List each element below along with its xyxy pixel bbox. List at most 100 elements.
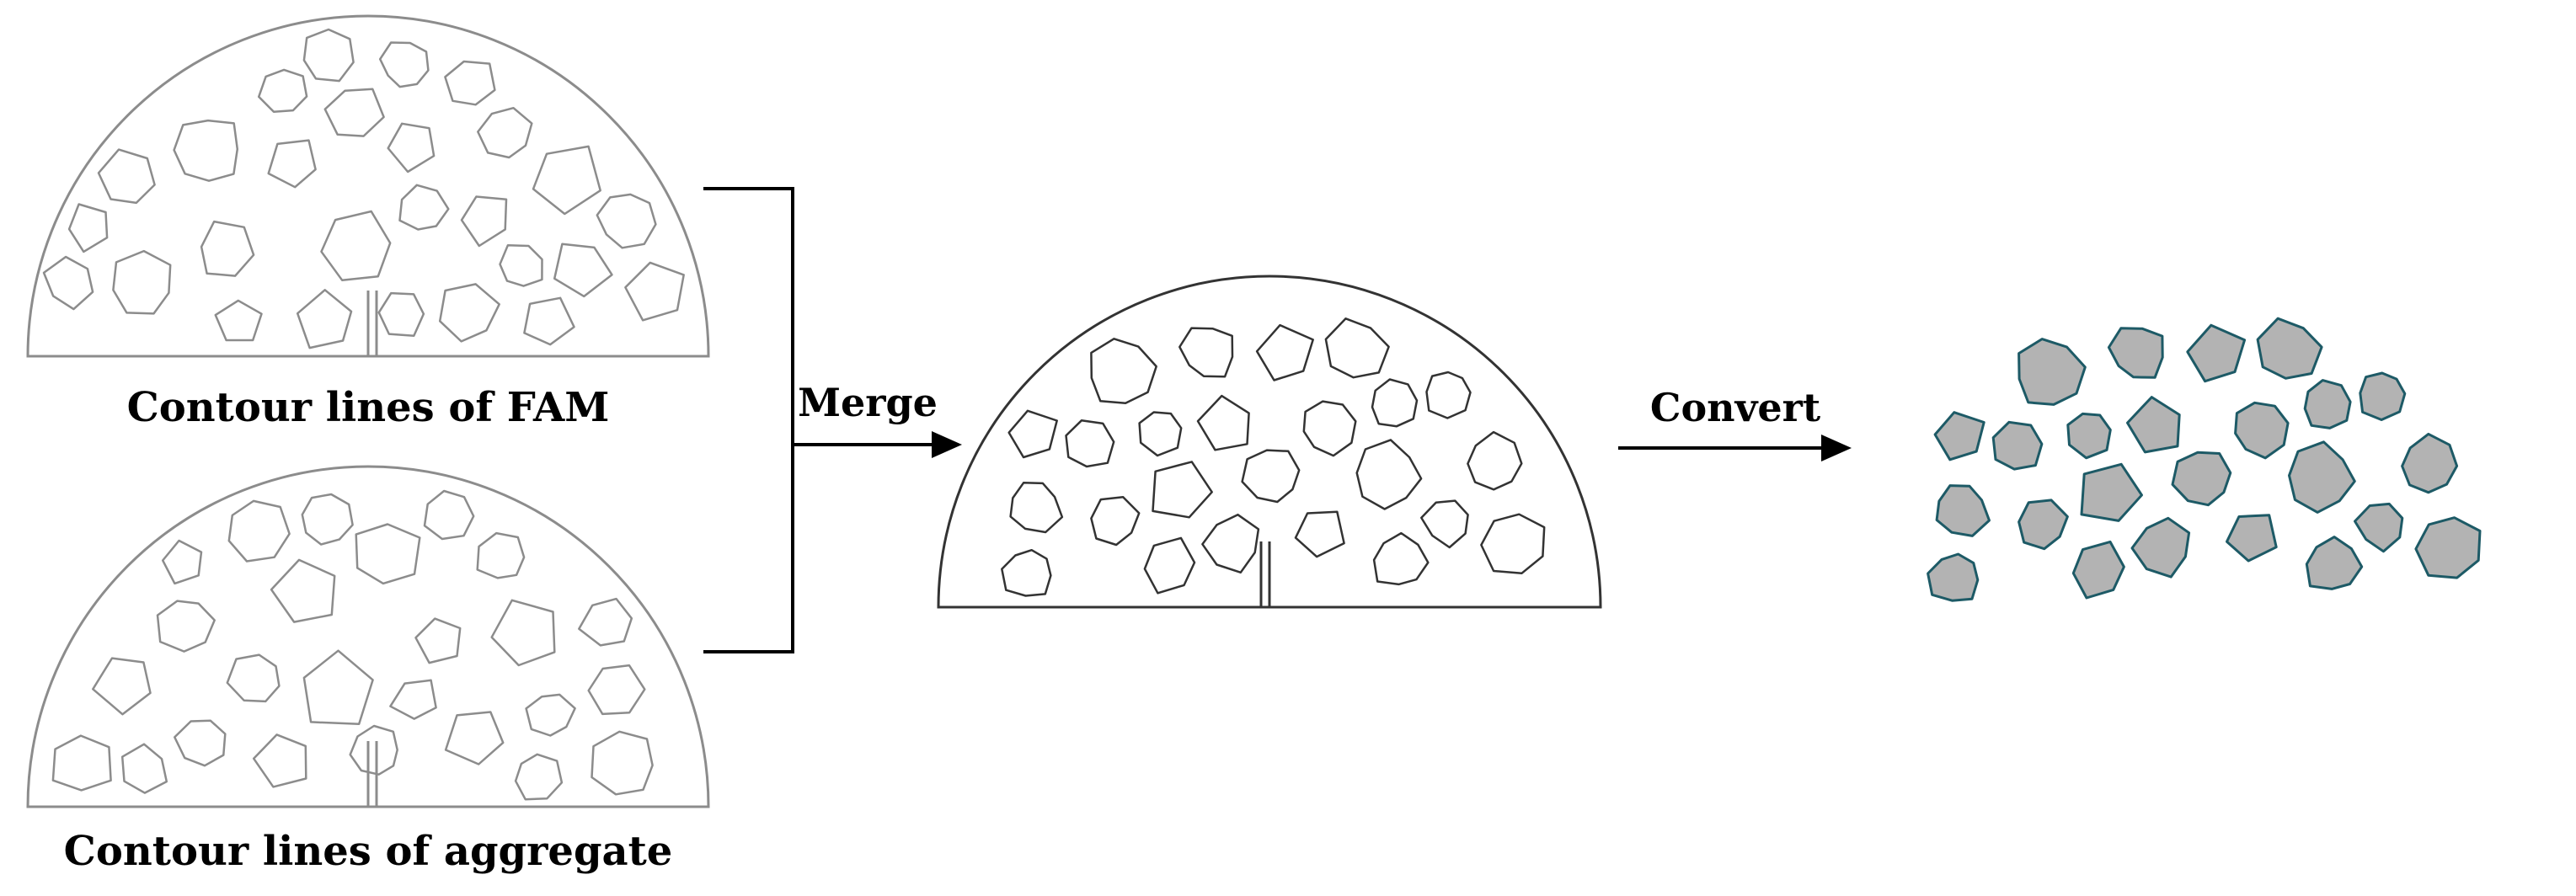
converted-particle xyxy=(2401,432,2459,494)
converted-particle xyxy=(2130,516,2191,579)
aggregate-particle xyxy=(423,489,475,541)
aggregate-particle xyxy=(51,734,112,792)
converted-particle xyxy=(1991,420,2044,471)
fam-particle xyxy=(267,139,317,189)
aggregate-particle xyxy=(414,617,462,664)
merged-particle xyxy=(1294,510,1345,558)
aggregate-particle xyxy=(578,597,633,647)
fam-particle xyxy=(302,28,355,83)
aggregate-particle xyxy=(355,523,421,585)
converted-particle xyxy=(1935,484,1991,537)
fam-particle xyxy=(378,41,430,88)
fam-particle xyxy=(624,261,685,322)
fam-particle-group xyxy=(42,28,685,349)
merged-particle xyxy=(1420,499,1469,549)
merged-particle xyxy=(1355,439,1423,510)
fam-particle xyxy=(398,184,450,231)
convert-arrowhead xyxy=(1821,435,1852,461)
merged-particle xyxy=(1090,495,1141,547)
aggregate-particle xyxy=(174,719,227,767)
fam-particle xyxy=(67,203,109,253)
fam-particle xyxy=(523,296,575,346)
fam-particle xyxy=(257,68,308,114)
fam-particle xyxy=(477,106,533,159)
merged-particle xyxy=(1467,430,1523,491)
aggregate-particle xyxy=(156,600,216,653)
fam-particle xyxy=(553,243,613,298)
merged-contour-panel xyxy=(937,275,1602,609)
converted-particle xyxy=(2126,396,2181,454)
converted-particle xyxy=(2107,327,2164,379)
fam-particle xyxy=(323,88,385,137)
converted-particle xyxy=(2256,317,2323,380)
aggregate-particle xyxy=(92,657,152,716)
aggregate-particle xyxy=(161,539,203,585)
aggregate-particle xyxy=(302,649,374,726)
aggregate-caption: Contour lines of aggregate xyxy=(64,828,673,875)
fam-particle xyxy=(214,299,263,342)
converted-particle xyxy=(1927,552,1980,602)
merged-particle xyxy=(1009,482,1064,534)
fam-particle xyxy=(460,195,508,248)
fam-particle xyxy=(377,291,425,337)
fam-particle xyxy=(200,220,255,277)
converted-particle xyxy=(2234,401,2290,460)
aggregate-particle xyxy=(301,493,354,546)
fam-particle xyxy=(438,283,500,343)
merged-particle xyxy=(1143,536,1196,595)
aggregate-particle xyxy=(587,664,646,716)
aggregate-particle xyxy=(444,711,505,765)
merge-arrowhead xyxy=(932,431,962,458)
fam-particle xyxy=(444,60,496,106)
convert-arrow xyxy=(1618,435,1852,461)
aggregate-particle xyxy=(227,499,291,563)
convert-label: Convert xyxy=(1650,385,1821,430)
merged-particle xyxy=(1007,409,1058,459)
fam-particle xyxy=(296,289,353,349)
fam-particle xyxy=(97,148,156,205)
merged-particle xyxy=(1324,317,1390,379)
aggregate-particle xyxy=(476,531,526,579)
converted-particle xyxy=(1933,411,1985,461)
merged-particle xyxy=(1255,323,1314,381)
merged-particle xyxy=(1241,449,1301,504)
merge-label: Merge xyxy=(798,380,938,425)
fam-caption: Contour lines of FAM xyxy=(127,384,610,431)
converted-particle xyxy=(2080,462,2143,522)
merged-particle xyxy=(1372,531,1430,586)
merged-particle xyxy=(1138,411,1183,457)
converted-particle xyxy=(2354,502,2404,553)
aggregate-particle-group xyxy=(51,489,654,801)
converted-particle xyxy=(2226,514,2278,563)
merged-particle xyxy=(1371,378,1419,428)
merged-particle xyxy=(1302,400,1357,457)
aggregate-particle xyxy=(490,599,556,667)
merged-particle xyxy=(1152,461,1213,519)
merged-particle xyxy=(1480,513,1546,575)
converted-particle xyxy=(2414,516,2482,579)
converted-particle xyxy=(2066,412,2112,460)
aggregate-particle xyxy=(349,724,398,776)
aggregate-particle xyxy=(525,693,576,737)
converted-particle xyxy=(2303,379,2352,429)
converted-particle xyxy=(2171,451,2232,507)
merge-arrow xyxy=(793,431,962,458)
converted-particle xyxy=(2071,540,2125,600)
merged-particle xyxy=(1201,513,1260,574)
merged-particle xyxy=(1065,419,1115,468)
aggregate-particle xyxy=(514,753,564,801)
merged-particle xyxy=(1196,394,1250,451)
fam-particle xyxy=(532,145,601,216)
aggregate-contour-panel xyxy=(26,465,710,808)
merged-particle xyxy=(1001,548,1052,597)
aggregate-particle xyxy=(270,558,336,623)
fam-particle xyxy=(42,255,94,311)
fam-particle xyxy=(112,249,172,315)
fam-particle xyxy=(596,193,657,249)
aggregate-particle xyxy=(389,679,437,720)
aggregate-particle xyxy=(252,733,307,788)
fam-particle xyxy=(387,122,436,173)
converted-particle xyxy=(2018,338,2087,406)
merge-bracket xyxy=(703,187,794,653)
